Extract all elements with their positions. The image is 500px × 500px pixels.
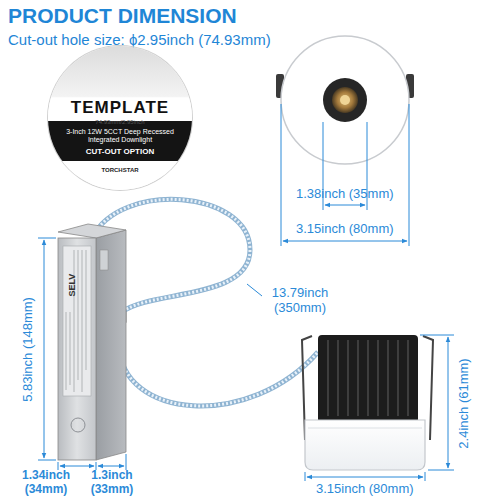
light-side-view bbox=[302, 335, 433, 470]
dimension-label: 1.3inch (33mm) bbox=[86, 469, 138, 497]
heatsink-fin bbox=[407, 340, 408, 416]
heatsink-fin bbox=[347, 340, 348, 416]
template-option: CUT-OUT OPTION bbox=[65, 147, 175, 156]
template-description: 3-Inch 12W 5CCT Deep Recessed Integrated… bbox=[66, 128, 174, 144]
dimension-label: 1.38inch (35mm) bbox=[296, 187, 394, 202]
driver-dimensions bbox=[38, 238, 126, 470]
heatsink-fin bbox=[327, 340, 328, 416]
marking-text: SELV bbox=[67, 274, 77, 297]
top-view-dimensions bbox=[281, 104, 409, 246]
heatsink-fin bbox=[387, 340, 388, 416]
dimension-label: 5.83inch (148mm) bbox=[20, 297, 35, 402]
template-size: 74.93mm/2.95inch bbox=[70, 119, 170, 126]
template-heading: TEMPLATE bbox=[60, 98, 180, 118]
dimension-label: 13.79inch (350mm) bbox=[264, 286, 336, 316]
brand-name: TORCHSTAR bbox=[80, 167, 160, 174]
title: PRODUCT DIMENSION bbox=[8, 4, 237, 28]
dimension-label: 1.34inch (34mm) bbox=[18, 469, 74, 497]
driver-box bbox=[58, 224, 126, 460]
subtitle: Cut-out hole size: ϕ2.95inch (74.93mm) bbox=[8, 31, 271, 48]
heatsink-fin bbox=[367, 340, 368, 416]
heatsink-fin bbox=[377, 340, 378, 416]
heatsink-fin bbox=[357, 340, 358, 416]
template-disc: TEMPLATE74.93mm/2.95inch 3-Inch 12W 5CCT … bbox=[48, 46, 192, 190]
light-top-view bbox=[276, 36, 414, 164]
heatsink-fin bbox=[337, 340, 338, 416]
dimension-label: 3.15inch (80mm) bbox=[296, 222, 394, 237]
dimension-label: 3.15inch (80mm) bbox=[316, 482, 414, 497]
side-view-dimensions bbox=[305, 335, 454, 481]
dimension-label: 2.4inch (61mm) bbox=[457, 358, 472, 448]
heatsink-fin bbox=[397, 340, 398, 416]
